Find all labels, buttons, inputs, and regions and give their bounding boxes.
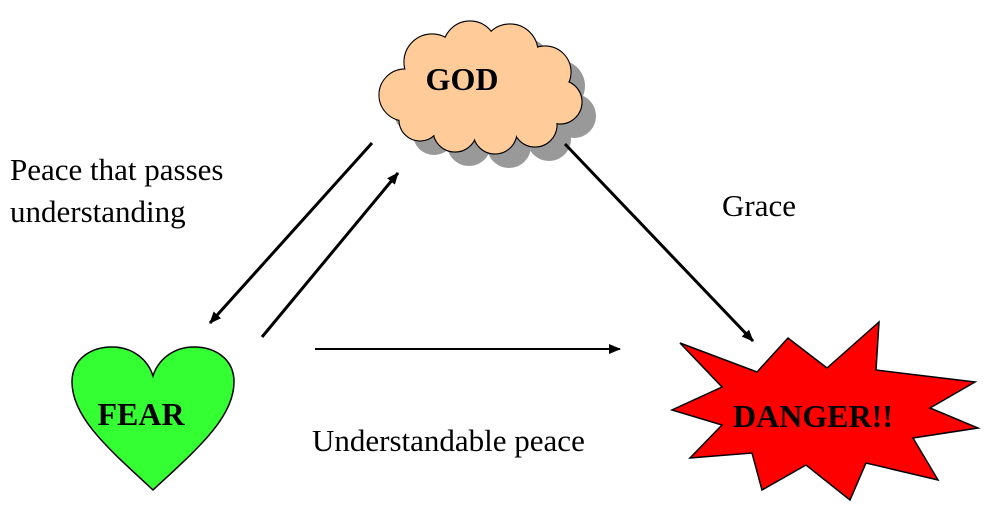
god-cloud-fill — [379, 21, 582, 154]
danger-explosion-node: DANGER!! — [669, 320, 981, 502]
peace-label-line1: Peace that passes — [10, 152, 223, 187]
danger-explosion-shape — [669, 320, 981, 502]
arrow-fear-to-god — [260, 172, 400, 338]
god-cloud-node: GOD — [378, 20, 596, 168]
god-label: GOD — [426, 61, 499, 97]
arrow-god-to-danger — [563, 142, 755, 343]
danger-label: DANGER!! — [733, 398, 893, 434]
peace-label-line2: understanding — [10, 194, 186, 229]
arrow-god-to-fear — [208, 141, 374, 325]
fear-heart-node: FEAR — [71, 346, 235, 492]
fear-heart-shape — [71, 346, 235, 492]
understandable-peace-label: Understandable peace — [312, 423, 585, 458]
grace-label: Grace — [722, 188, 796, 223]
fear-label: FEAR — [97, 396, 185, 432]
